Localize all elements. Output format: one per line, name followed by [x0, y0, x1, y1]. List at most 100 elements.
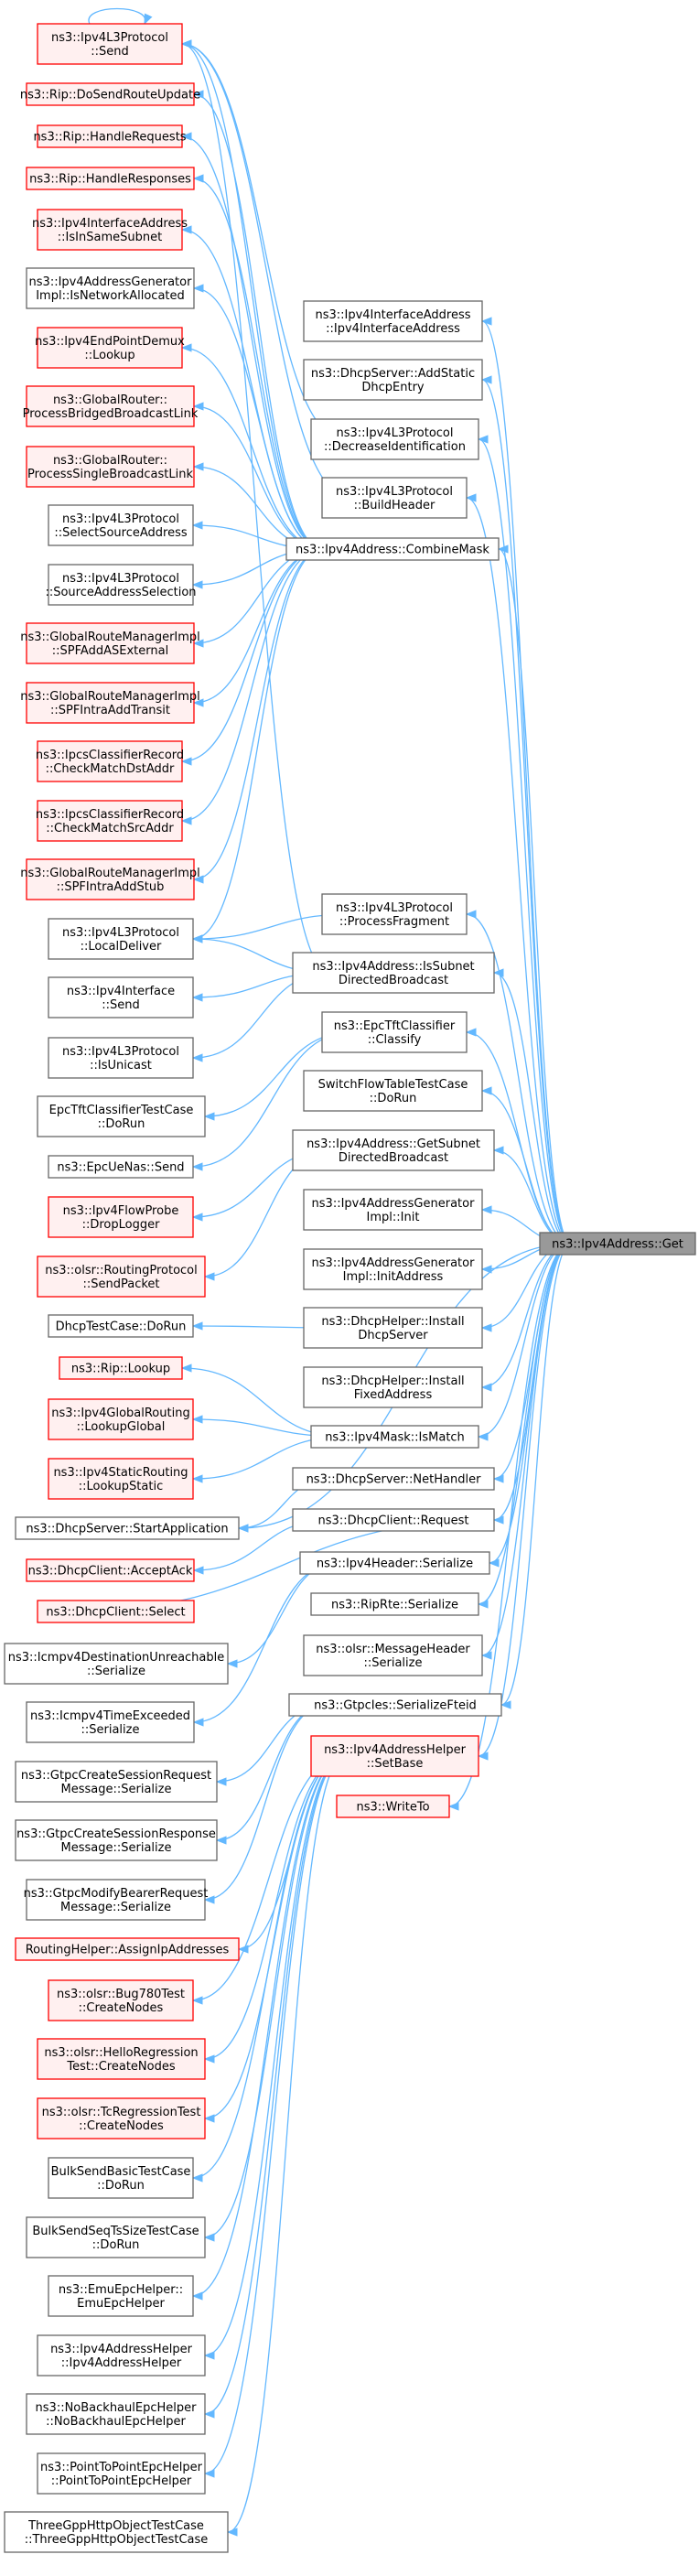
node-box-dhcpstatic — [303, 359, 483, 401]
node-gtpcresp[interactable]: ns3::GtpcCreateSessionResponseMessage::S… — [15, 1819, 218, 1861]
node-label-riphreq-0: ns3::Rip::HandleRequests — [33, 131, 186, 145]
node-epctftcase[interactable]: EpcTftClassifierTestCase::DoRun — [37, 1095, 206, 1137]
node-epctftclassify[interactable]: ns3::EpcTftClassifier::Classify — [321, 1011, 468, 1053]
node-box-globlookup — [48, 1398, 194, 1440]
node-ipcssrc[interactable]: ns3::IpcsClassifierRecord::CheckMatchSrc… — [36, 800, 184, 842]
node-label-dhcpstatic-1: DhcpEntry — [361, 381, 425, 394]
node-dhcptest[interactable]: DhcpTestCase::DoRun — [48, 1314, 194, 1338]
node-label-epcuenas-0: ns3::EpcUeNas::Send — [57, 1161, 184, 1175]
edge-get-to-l3decrid — [477, 435, 572, 1245]
node-l3decrid[interactable]: ns3::Ipv4L3Protocol::DecreaseIdentificat… — [310, 418, 479, 460]
node-label-dhcpstatic-0: ns3::DhcpServer::AddStatic — [311, 367, 475, 381]
node-l3srcsel[interactable]: ns3::Ipv4L3Protocol::SourceAddressSelect… — [45, 564, 197, 606]
node-dhcpselect[interactable]: ns3::DhcpClient::Select — [37, 1600, 195, 1623]
node-p2pepc[interactable]: ns3::PointToPointEpcHelper::PointToPoint… — [37, 2452, 206, 2495]
node-label-statlookup-1: ::LookupStatic — [79, 1480, 163, 1493]
node-olsrbug[interactable]: ns3::olsr::Bug780Test::CreateNodes — [48, 1979, 194, 2021]
node-issubnetbc[interactable]: ns3::Ipv4Address::IsSubnetDirectedBroadc… — [292, 952, 495, 994]
node-label-epctftclassify-0: ns3::EpcTftClassifier — [334, 1019, 456, 1033]
node-riphresp[interactable]: ns3::Rip::HandleResponses — [26, 167, 195, 190]
node-grsingle[interactable]: ns3::GlobalRouter::ProcessSingleBroadcas… — [26, 446, 195, 488]
edge-get-to-riprte — [477, 1243, 572, 1609]
node-box-dhcpselect — [37, 1600, 195, 1623]
node-globlookup[interactable]: ns3::Ipv4GlobalRouting::LookupGlobal — [48, 1398, 194, 1440]
node-dhcpack[interactable]: ns3::DhcpClient::AcceptAck — [26, 1558, 195, 1582]
node-riplookup[interactable]: ns3::Rip::Lookup — [59, 1356, 183, 1380]
node-routinghelper[interactable]: RoutingHelper::AssignIpAddresses — [15, 1937, 240, 1961]
node-grmstub[interactable]: ns3::GlobalRouteManagerImpl::SPFIntraAdd… — [20, 858, 200, 900]
node-emuepc[interactable]: ns3::EmuEpcHelper::EmuEpcHelper — [48, 2275, 194, 2317]
node-flowprobe[interactable]: ns3::Ipv4FlowProbe::DropLogger — [48, 1196, 194, 1238]
node-grmext[interactable]: ns3::GlobalRouteManagerImpl::SPFAddASExt… — [20, 622, 200, 664]
node-box-olsrsend — [37, 1256, 206, 1298]
node-l3unicast[interactable]: ns3::Ipv4L3Protocol::IsUnicast — [48, 1037, 194, 1079]
node-ipv4hdrser[interactable]: ns3::Ipv4Header::Serialize — [299, 1551, 490, 1575]
node-maskismatch[interactable]: ns3::Ipv4Mask::IsMatch — [310, 1425, 479, 1449]
node-label-epdemux-1: ::Lookup — [84, 349, 134, 362]
node-box-grmintra — [26, 682, 195, 724]
node-label-l3selsrc-0: ns3::Ipv4L3Protocol — [62, 512, 179, 526]
node-olsrhello[interactable]: ns3::olsr::HelloRegressionTest::CreateNo… — [37, 2038, 206, 2080]
node-ipv4addrhelper[interactable]: ns3::Ipv4AddressHelper::Ipv4AddressHelpe… — [37, 2334, 206, 2377]
node-label-riprte-0: ns3::RipRte::Serialize — [331, 1599, 458, 1612]
node-threegpp[interactable]: ThreeGppHttpObjectTestCase::ThreeGppHttp… — [4, 2511, 229, 2553]
node-olsrsend[interactable]: ns3::olsr::RoutingProtocol::SendPacket — [37, 1256, 206, 1298]
node-icmpunreach[interactable]: ns3::Icmpv4DestinationUnreachable::Seria… — [4, 1643, 229, 1685]
node-label-dhcptest-0: DhcpTestCase::DoRun — [56, 1320, 187, 1334]
node-box-olsrbug — [48, 1979, 194, 2021]
node-grmintra[interactable]: ns3::GlobalRouteManagerImpl::SPFIntraAdd… — [20, 682, 200, 724]
node-label-olsrmsghdr-0: ns3::olsr::MessageHeader — [316, 1643, 470, 1656]
node-switchflow[interactable]: SwitchFlowTableTestCase::DoRun — [303, 1070, 483, 1112]
node-setbase[interactable]: ns3::Ipv4AddressHelper::SetBase — [310, 1735, 479, 1777]
node-label-issubnetbc-0: ns3::Ipv4Address::IsSubnet — [312, 960, 474, 974]
node-label-bulkbasic-0: BulkSendBasicTestCase — [51, 2165, 191, 2179]
node-agnetalloc[interactable]: ns3::Ipv4AddressGeneratorImpl::IsNetwork… — [26, 267, 195, 309]
node-l3selsrc[interactable]: ns3::Ipv4L3Protocol::SelectSourceAddress — [48, 504, 194, 546]
node-dhcprequest[interactable]: ns3::DhcpClient::Request — [292, 1508, 495, 1532]
node-l3local[interactable]: ns3::Ipv4L3Protocol::LocalDeliver — [48, 918, 194, 960]
node-combinemask[interactable]: ns3::Ipv4Address::CombineMask — [285, 537, 500, 561]
node-nobackhaul[interactable]: ns3::NoBackhaulEpcHelper::NoBackhaulEpcH… — [26, 2393, 206, 2435]
node-label-olsrhello-1: Test::CreateNodes — [66, 2060, 175, 2074]
node-gtpcmodify[interactable]: ns3::GtpcModifyBearerRequestMessage::Ser… — [24, 1879, 209, 1921]
node-label-olsrbug-0: ns3::olsr::Bug780Test — [57, 1988, 185, 2001]
node-ripupd[interactable]: ns3::Rip::DoSendRouteUpdate — [20, 82, 200, 106]
node-writeto[interactable]: ns3::WriteTo — [336, 1795, 450, 1818]
node-label-ipcsdst-1: ::CheckMatchDstAddr — [46, 762, 175, 776]
edge-combinemask-to-l3send — [180, 39, 324, 550]
node-gtpccreate[interactable]: ns3::GtpcCreateSessionRequestMessage::Se… — [15, 1761, 218, 1803]
node-bulkbasic[interactable]: BulkSendBasicTestCase::DoRun — [48, 2157, 194, 2199]
node-ipcsdst[interactable]: ns3::IpcsClassifierRecord::CheckMatchDst… — [36, 740, 184, 782]
node-label-riplookup-0: ns3::Rip::Lookup — [71, 1363, 170, 1376]
node-icmptime[interactable]: ns3::Icmpv4TimeExceeded::Serialize — [26, 1701, 195, 1743]
node-ifsend[interactable]: ns3::Ipv4Interface::Send — [48, 976, 194, 1019]
node-l3buildhdr[interactable]: ns3::Ipv4L3Protocol::BuildHeader — [321, 477, 468, 519]
node-riphreq[interactable]: ns3::Rip::HandleRequests — [33, 124, 187, 148]
node-dhcpnethandler[interactable]: ns3::DhcpServer::NetHandler — [292, 1467, 495, 1491]
node-riprte[interactable]: ns3::RipRte::Serialize — [310, 1592, 479, 1616]
node-get[interactable]: ns3::Ipv4Address::Get — [539, 1232, 696, 1256]
node-grbridged[interactable]: ns3::GlobalRouter::ProcessBridgedBroadca… — [23, 385, 199, 427]
node-statlookup[interactable]: ns3::Ipv4StaticRouting::LookupStatic — [48, 1458, 194, 1500]
node-getsubnetbc[interactable]: ns3::Ipv4Address::GetSubnetDirectedBroad… — [292, 1129, 495, 1171]
edge-setbase-to-p2pepc — [203, 1755, 345, 2478]
node-gtpcfteid[interactable]: ns3::GtpcIes::SerializeFteid — [288, 1693, 502, 1717]
node-olsrtc[interactable]: ns3::olsr::TcRegressionTest::CreateNodes — [37, 2097, 206, 2139]
node-aginitaddr[interactable]: ns3::Ipv4AddressGeneratorImpl::InitAddre… — [303, 1248, 483, 1290]
node-ifaddrsame[interactable]: ns3::Ipv4InterfaceAddress::IsInSameSubne… — [32, 209, 188, 251]
node-bulkseq[interactable]: BulkSendSeqTsSizeTestCase::DoRun — [26, 2216, 206, 2258]
node-label-maskismatch-0: ns3::Ipv4Mask::IsMatch — [325, 1431, 465, 1445]
node-epcuenas[interactable]: ns3::EpcUeNas::Send — [48, 1155, 194, 1179]
node-dhcpstart[interactable]: ns3::DhcpServer::StartApplication — [15, 1516, 240, 1540]
node-olsrmsghdr[interactable]: ns3::olsr::MessageHeader::Serialize — [303, 1634, 483, 1676]
node-ifaddrctor[interactable]: ns3::Ipv4InterfaceAddress::Ipv4Interface… — [303, 300, 483, 342]
node-box-bulkseq — [26, 2216, 206, 2258]
node-l3procfrag[interactable]: ns3::Ipv4L3Protocol::ProcessFragment — [321, 893, 468, 935]
node-l3send[interactable]: ns3::Ipv4L3Protocol::Send — [37, 23, 183, 65]
edge-issubnetbc-to-l3send — [180, 39, 330, 974]
node-epdemux[interactable]: ns3::Ipv4EndPointDemux::Lookup — [35, 327, 185, 369]
